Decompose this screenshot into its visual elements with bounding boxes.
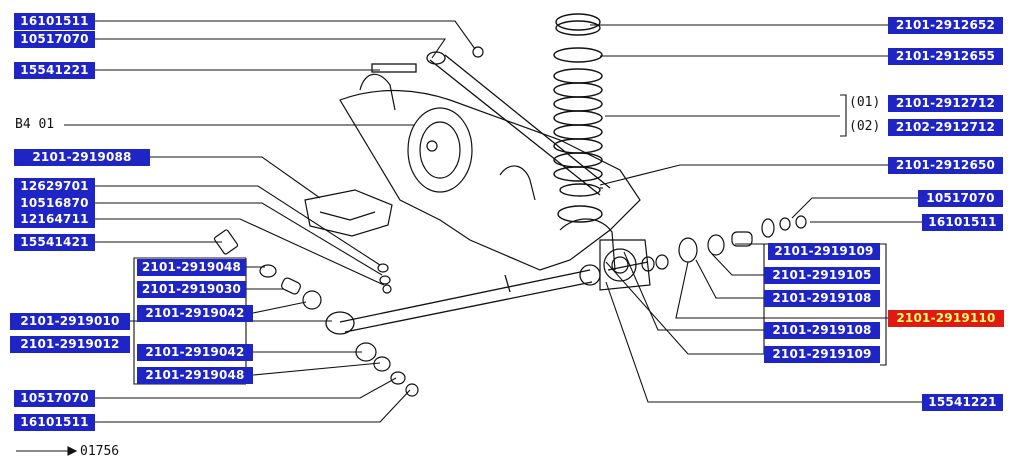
label-16101511-r[interactable]: 16101511 [922, 214, 1003, 231]
ref-b4: B4 01 [15, 117, 55, 132]
label-10517070[interactable]: 10517070 [14, 31, 95, 48]
coil-spring [553, 13, 603, 223]
label-2101-2912652[interactable]: 2101-2912652 [888, 17, 1003, 34]
label-15541221-r[interactable]: 15541221 [922, 394, 1003, 411]
label-2101-2912655[interactable]: 2101-2912655 [888, 48, 1003, 65]
figure-arrow [16, 446, 78, 456]
left-bushings [213, 46, 484, 397]
lower-rod [325, 264, 601, 335]
variant-02: (02) [849, 119, 881, 134]
label-2101-2919108-a[interactable]: 2101-2919108 [764, 290, 880, 307]
label-10517070-r[interactable]: 10517070 [918, 190, 1003, 207]
label-2101-2912712[interactable]: 2101-2912712 [888, 95, 1003, 112]
label-2101-2919088[interactable]: 2101-2919088 [14, 149, 150, 166]
label-2101-2919105[interactable]: 2101-2919105 [764, 267, 880, 284]
label-2102-2912712[interactable]: 2102-2912712 [888, 119, 1003, 136]
label-10517070-b[interactable]: 10517070 [14, 390, 95, 407]
label-2101-2919048-b[interactable]: 2101-2919048 [137, 367, 253, 384]
upper-link-rods [371, 51, 611, 196]
figure-number: 01756 [80, 444, 120, 459]
label-16101511[interactable]: 16101511 [14, 13, 95, 30]
label-2101-2919110-highlighted[interactable]: 2101-2919110 [888, 310, 1004, 327]
label-2101-2919042-b[interactable]: 2101-2919042 [137, 344, 253, 361]
label-16101511-b[interactable]: 16101511 [14, 414, 95, 431]
label-2101-2919109-a[interactable]: 2101-2919109 [768, 243, 880, 260]
label-2101-2919012[interactable]: 2101-2919012 [10, 336, 130, 353]
variant-01: (01) [849, 95, 881, 110]
label-2101-2919010[interactable]: 2101-2919010 [10, 313, 130, 330]
label-15541421[interactable]: 15541421 [14, 234, 95, 251]
label-2101-2919030[interactable]: 2101-2919030 [137, 281, 246, 298]
right-bushings [607, 215, 807, 272]
bracket-2919088 [304, 189, 393, 237]
label-2101-2919042-a[interactable]: 2101-2919042 [137, 305, 253, 322]
label-2101-2919109-b[interactable]: 2101-2919109 [764, 346, 880, 363]
label-2101-2912650[interactable]: 2101-2912650 [888, 157, 1003, 174]
label-2101-2919048-a[interactable]: 2101-2919048 [137, 259, 246, 276]
label-15541221[interactable]: 15541221 [14, 62, 95, 79]
label-10516870[interactable]: 10516870 [14, 195, 95, 212]
label-12164711[interactable]: 12164711 [14, 211, 95, 228]
label-12629701[interactable]: 12629701 [14, 178, 95, 195]
label-2101-2919108-b[interactable]: 2101-2919108 [764, 322, 880, 339]
